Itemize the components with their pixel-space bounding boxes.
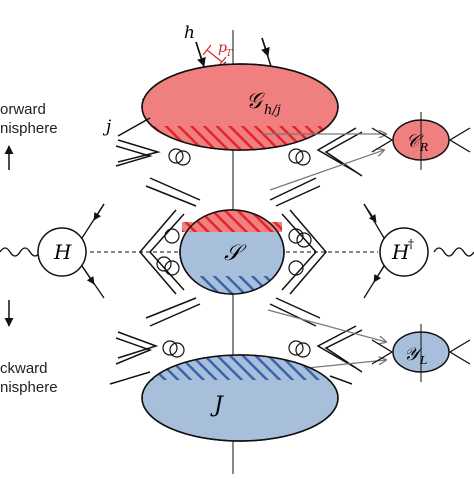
jet-line — [117, 117, 151, 137]
g-label: 𝒢 — [246, 89, 265, 114]
jet-blob-hatch — [150, 126, 330, 151]
forward-label-line2: nisphere — [0, 120, 58, 137]
pt-marker — [206, 49, 223, 63]
pt-label: p — [218, 40, 227, 56]
hadron-arrow-right-icon — [261, 37, 270, 57]
beam-jet-blob: J — [141, 354, 339, 442]
h-left-label: H — [53, 240, 72, 264]
hard-function-h-blob: H — [37, 203, 105, 299]
soft-wilson-lines — [139, 209, 327, 295]
cr-sub-label: R — [419, 141, 428, 154]
jet-function-blob: 𝒢 h/j — [141, 63, 339, 151]
yl-blob: 𝒴 L — [371, 324, 471, 382]
j-blob-hatch — [150, 354, 330, 380]
pt-sub-label: T — [226, 49, 233, 59]
h-right-label: H — [391, 240, 410, 264]
backward-label-line2: nisphere — [0, 379, 58, 396]
forward-hemisphere-label: orward nisphere — [0, 101, 58, 170]
jet-label: j — [102, 117, 112, 137]
lower-wilson-lines — [109, 297, 363, 385]
backward-hemisphere-label: ckward nisphere — [0, 300, 58, 396]
backward-label-line1: ckward — [0, 360, 48, 377]
j-blob-label: J — [210, 393, 224, 418]
hard-function-hdagger-blob: H † — [363, 203, 429, 299]
right-wavy-line — [433, 247, 474, 257]
collinear-soft-arrow-lower-icon — [269, 150, 384, 191]
g-sub-label: h/j — [264, 103, 281, 118]
collinear-soft-cr-blob: 𝒞 R — [371, 112, 471, 170]
hadron-label: h — [184, 23, 195, 43]
pt-tick-a — [202, 44, 212, 56]
forward-label-line1: orward — [0, 101, 46, 118]
soft-blob-bottom-hatch — [190, 276, 274, 294]
yl-arrow-upper-icon — [267, 309, 386, 342]
hadron-arrow-icon — [195, 41, 206, 67]
h-right-dagger-label: † — [408, 237, 414, 251]
yl-sub-label: L — [419, 354, 427, 367]
left-wavy-line — [0, 247, 41, 257]
upper-wilson-lines — [115, 127, 363, 207]
soft-function-blob: 𝒮 — [179, 209, 285, 295]
